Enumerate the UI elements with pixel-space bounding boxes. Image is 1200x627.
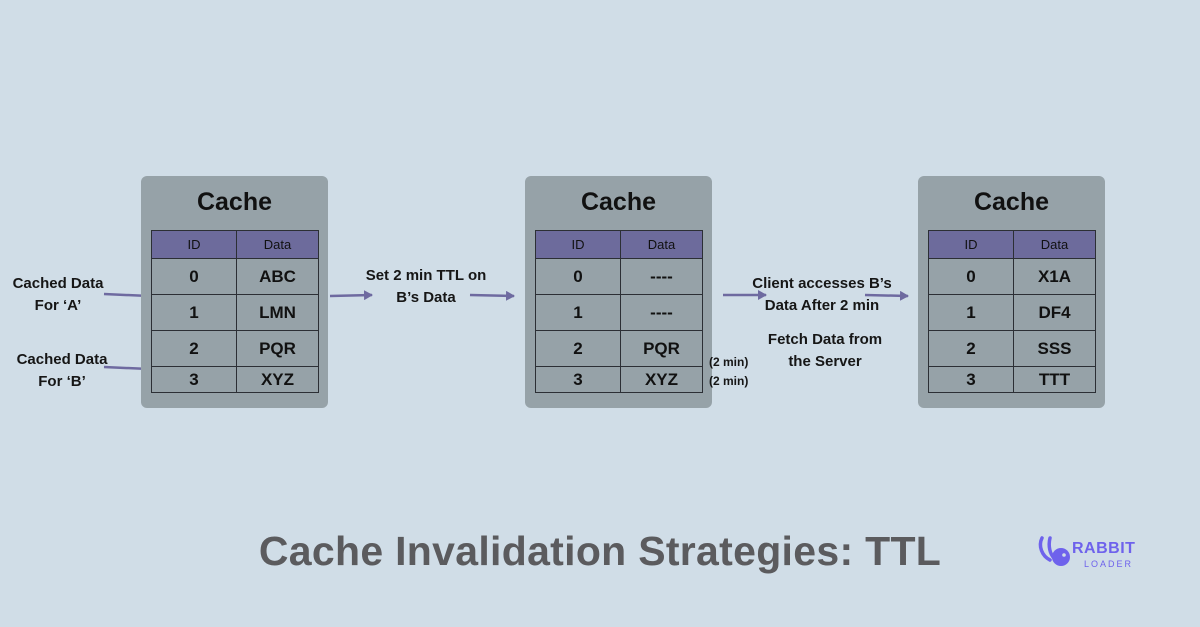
- logo-word-2: LOADER: [1084, 559, 1134, 569]
- cell-id: 2: [535, 330, 621, 367]
- panel-title: Cache: [973, 188, 1050, 216]
- cell-data: X1A: [1013, 258, 1096, 295]
- table-row: 0 X1A: [928, 258, 1096, 295]
- header-id: ID: [928, 230, 1014, 259]
- table-row: 3 TTT: [928, 366, 1096, 393]
- label-client-access: Client accesses B’s Data After 2 min: [742, 273, 902, 317]
- label-line: Set 2 min TTL on: [365, 267, 487, 284]
- label-line: For ‘A’: [34, 297, 82, 314]
- label-line: B’s Data: [396, 289, 456, 306]
- table-row: 3 XYZ: [535, 366, 703, 393]
- cell-id: 3: [535, 366, 621, 393]
- label-fetch-server: Fetch Data from the Server: [750, 329, 900, 373]
- cell-id: 0: [535, 258, 621, 295]
- label-line: Fetch Data from: [767, 331, 883, 348]
- rabbit-icon: [1038, 536, 1070, 566]
- cell-id: 0: [151, 258, 237, 295]
- cache-panel-1: Cache ID Data 0 ABC 1 LMN 2 PQR 3 XYZ: [141, 176, 328, 408]
- cache-table: ID Data 0 X1A 1 DF4 2 SSS 3 TTT: [928, 230, 1096, 393]
- cell-data: TTT: [1013, 366, 1096, 393]
- cell-id: 2: [151, 330, 237, 367]
- ttl-mark-row-2: (2 min): [709, 355, 749, 369]
- cell-data: XYZ: [236, 366, 319, 393]
- table-row: 1 DF4: [928, 294, 1096, 331]
- cell-id: 1: [928, 294, 1014, 331]
- cell-data: PQR: [620, 330, 703, 367]
- cell-data: DF4: [1013, 294, 1096, 331]
- cache-panel-3: Cache ID Data 0 X1A 1 DF4 2 SSS 3 TTT: [918, 176, 1105, 408]
- table-row: 2 SSS: [928, 330, 1096, 367]
- header-data: Data: [1013, 230, 1096, 259]
- cell-data: PQR: [236, 330, 319, 367]
- cell-data: SSS: [1013, 330, 1096, 367]
- logo-word-1: RABBIT: [1072, 540, 1136, 557]
- panel-title: Cache: [196, 188, 273, 216]
- cell-data: ABC: [236, 258, 319, 295]
- cache-table: ID Data 0 ABC 1 LMN 2 PQR 3 XYZ: [151, 230, 319, 393]
- header-data: Data: [620, 230, 703, 259]
- cache-panel-2: Cache ID Data 0 ---- 1 ---- 2 PQR 3 XYZ: [525, 176, 712, 408]
- ttl-mark-row-3: (2 min): [709, 374, 749, 388]
- header-id: ID: [535, 230, 621, 259]
- table-row: 0 ----: [535, 258, 703, 295]
- label-cached-b: Cached Data For ‘B’: [10, 349, 114, 393]
- label-cached-a: Cached Data For ‘A’: [6, 273, 110, 317]
- table-row: 2 PQR: [151, 330, 319, 367]
- label-line: Cached Data: [12, 275, 104, 292]
- cell-id: 3: [151, 366, 237, 393]
- label-set-ttl: Set 2 min TTL on B’s Data: [356, 265, 496, 309]
- label-line: Cached Data: [16, 351, 108, 368]
- table-row: 0 ABC: [151, 258, 319, 295]
- header-data: Data: [236, 230, 319, 259]
- cell-id: 2: [928, 330, 1014, 367]
- label-line: Client accesses B’s: [752, 275, 892, 292]
- cell-id: 0: [928, 258, 1014, 295]
- cell-data: XYZ: [620, 366, 703, 393]
- label-line: For ‘B’: [38, 373, 86, 390]
- cell-id: 3: [928, 366, 1014, 393]
- panel-title: Cache: [580, 188, 657, 216]
- label-line: Data After 2 min: [764, 297, 880, 314]
- cell-data: ----: [620, 258, 703, 295]
- table-row: 1 LMN: [151, 294, 319, 331]
- table-header-row: ID Data: [535, 230, 703, 259]
- page-title: Cache Invalidation Strategies: TTL: [258, 528, 942, 574]
- table-header-row: ID Data: [928, 230, 1096, 259]
- cell-data: ----: [620, 294, 703, 331]
- table-row: 1 ----: [535, 294, 703, 331]
- table-header-row: ID Data: [151, 230, 319, 259]
- table-row: 2 PQR: [535, 330, 703, 367]
- table-row: 3 XYZ: [151, 366, 319, 393]
- label-line: the Server: [788, 353, 862, 370]
- header-id: ID: [151, 230, 237, 259]
- cell-id: 1: [151, 294, 237, 331]
- cache-table: ID Data 0 ---- 1 ---- 2 PQR 3 XYZ: [535, 230, 703, 393]
- cell-data: LMN: [236, 294, 319, 331]
- rabbit-loader-logo: RABBIT LOADER: [1036, 534, 1146, 574]
- cell-id: 1: [535, 294, 621, 331]
